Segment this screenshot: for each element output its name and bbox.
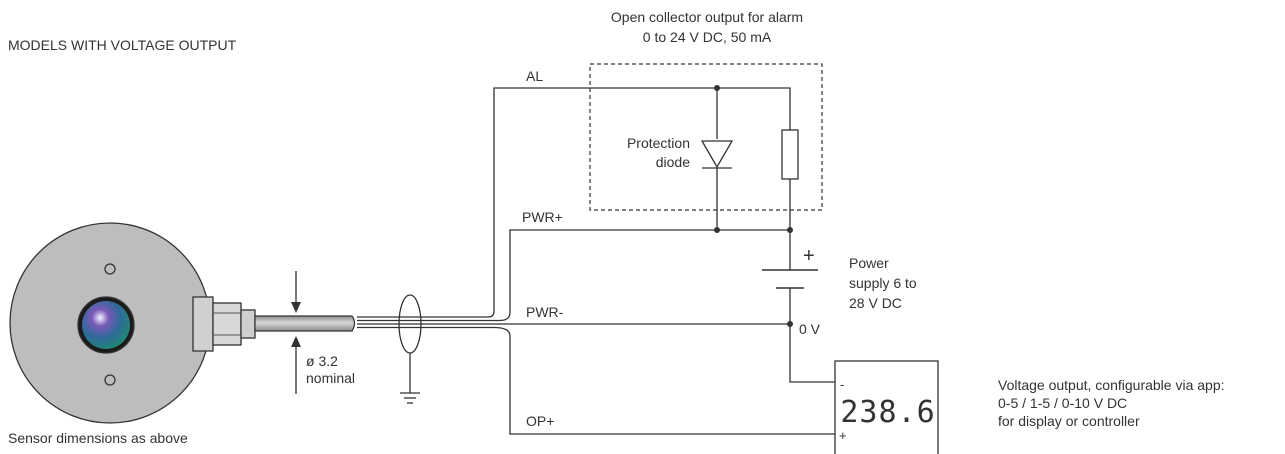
voltage-output-label-3: for display or controller (998, 413, 1140, 429)
power-supply-label-3: 28 V DC (849, 295, 902, 311)
wire-pwr-plus (499, 229, 790, 322)
display-box (834, 360, 939, 454)
diagram-title: MODELS WITH VOLTAGE OUTPUT (8, 37, 237, 53)
sensor-caption: Sensor dimensions as above (8, 430, 188, 446)
cable-shield (398, 294, 422, 404)
mounting-hole-bottom (104, 374, 116, 386)
resistor-icon (781, 129, 799, 180)
power-supply-label-1: Power (849, 255, 889, 271)
voltage-output-label-1: Voltage output, configurable via app: (998, 377, 1225, 393)
junction-dot (714, 85, 720, 91)
diode-icon (700, 140, 734, 169)
wire-op-plus-label: OP+ (526, 413, 554, 429)
cable-diameter-dimension: ø 3.2 nominal (291, 271, 355, 394)
display-value: 238.6 (840, 395, 935, 430)
cable-diameter-label: ø 3.2 (306, 353, 338, 369)
display-minus-terminal: - (840, 377, 844, 392)
wire-pwr-minus-label: PWR- (526, 304, 564, 320)
alarm-box-title: Open collector output for alarm (611, 9, 803, 25)
wire-pwr-plus-label: PWR+ (522, 209, 563, 225)
wire-al (487, 87, 791, 318)
alarm-output-box (589, 63, 823, 211)
zero-volt-label: 0 V (799, 321, 821, 337)
sensor-cable (254, 315, 356, 332)
sensor-lens (82, 301, 130, 349)
protection-diode-label-2: diode (656, 154, 690, 170)
junction-dot (714, 227, 720, 233)
wire-op-plus (493, 326, 835, 435)
alarm-box-spec: 0 to 24 V DC, 50 mA (643, 29, 772, 45)
display-unit: - + 238.6 (834, 360, 939, 454)
sensor (9, 222, 356, 424)
wire-display-minus (789, 324, 835, 383)
mounting-hole-top (104, 263, 116, 275)
cable-gland-body (212, 302, 242, 346)
wire-al-label: AL (526, 68, 543, 84)
cable-gland-nut (192, 296, 214, 352)
display-plus-terminal: + (839, 428, 847, 443)
cable-nominal-label: nominal (306, 370, 355, 386)
ground-icon (400, 392, 420, 404)
cable-wires (357, 316, 510, 329)
voltage-output-label-2: 0-5 / 1-5 / 0-10 V DC (998, 395, 1127, 411)
protection-diode-label-1: Protection (627, 135, 690, 151)
power-supply-label-2: supply 6 to (849, 275, 917, 291)
battery-plus-sign: + (803, 245, 815, 267)
cable-gland-tip (240, 309, 256, 339)
